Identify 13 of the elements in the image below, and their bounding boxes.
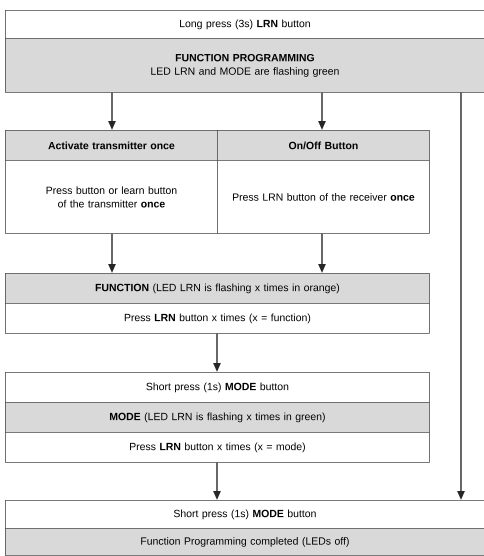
step-box: Press button or learn button of the transmitter once	[5, 160, 218, 234]
state-band: FUNCTION PROGRAMMING LED LRN and MODE are flashing green	[5, 38, 484, 93]
header-cell: On/Off Button	[217, 130, 430, 161]
step-box: Press LRN button of the receiver once	[217, 160, 430, 234]
step-box: Long press (3s) LRN button	[5, 10, 484, 39]
step-box: Short press (1s) MODE button	[5, 372, 430, 403]
state-band: FUNCTION (LED LRN is flashing x times in orange)	[5, 273, 430, 304]
state-band: MODE (LED LRN is flashing x times in green)	[5, 402, 430, 433]
step-box: Short press (1s) MODE button	[5, 500, 484, 529]
header-cell: Activate transmitter once	[5, 130, 218, 161]
step-box: Press LRN button x times (x = function)	[5, 303, 430, 334]
state-band: Function Programming completed (LEDs off)	[5, 528, 484, 556]
step-box: Press LRN button x times (x = mode)	[5, 432, 430, 463]
